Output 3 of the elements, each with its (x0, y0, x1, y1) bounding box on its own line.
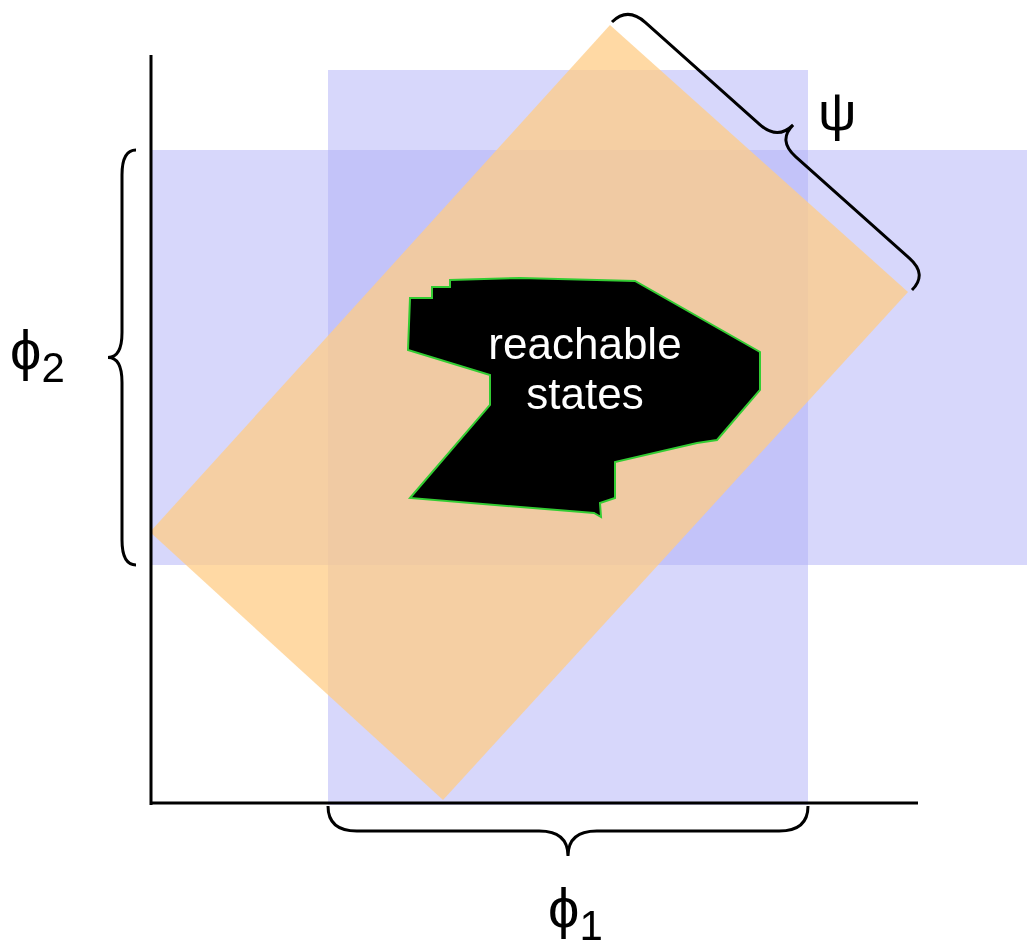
axis-label: ϕ$_{1}$ (548, 880, 603, 942)
axis-label: ϕ$_{2}$ (10, 322, 65, 389)
region-label: reachable states (487, 319, 683, 419)
